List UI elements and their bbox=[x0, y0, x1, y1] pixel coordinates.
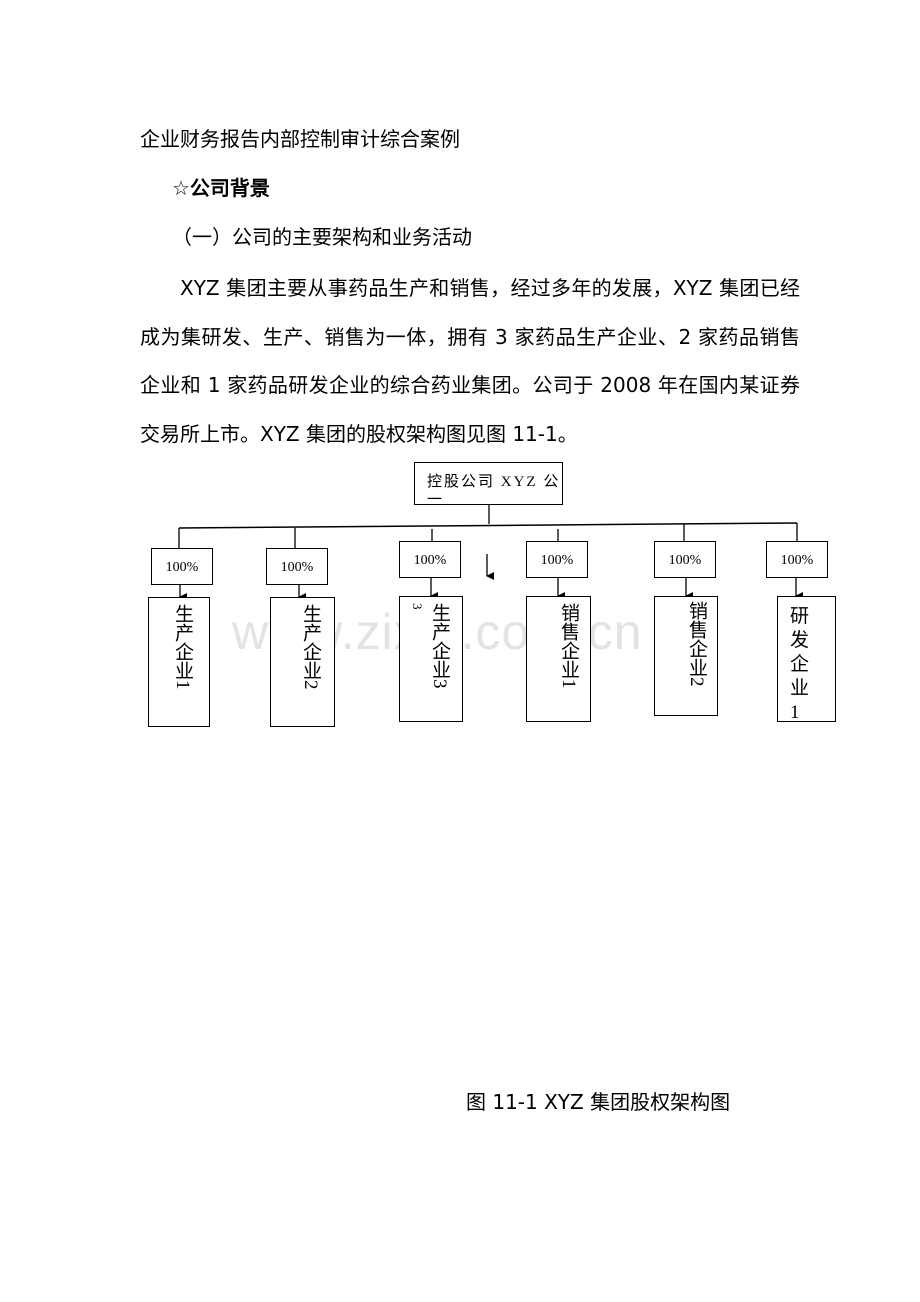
ownership-pct-box: 100% bbox=[151, 548, 213, 585]
subsidiary-box-production-1: 生产企业1 bbox=[148, 597, 210, 727]
subsidiary-box-production-3: 3 生产企业3 bbox=[399, 596, 463, 722]
subsidiary-label: 生产企业1 bbox=[172, 604, 193, 690]
paragraph-text: XYZ 集团主要从事药品生产和销售，经过多年的发展，XYZ 集团已经成为集研发、… bbox=[140, 276, 800, 446]
holding-company-box: 控股公司 XYZ 公 一 bbox=[414, 462, 563, 508]
holding-company-label: 控股公司 XYZ 公 bbox=[427, 474, 561, 490]
subsidiary-label: 生产企业2 bbox=[300, 604, 321, 690]
holding-company-label-cont: 一 bbox=[427, 492, 445, 508]
ownership-pct-box: 100% bbox=[526, 541, 588, 578]
subsidiary-label: 销售企业1 bbox=[558, 603, 579, 689]
subsidiary-label: 销售企业2 bbox=[686, 601, 707, 687]
subsidiary-box-sales-1: 销售企业1 bbox=[526, 596, 591, 722]
subsidiary-box-sales-2: 销售企业2 bbox=[654, 596, 718, 716]
subsection-heading: （一）公司的主要架构和业务活动 bbox=[172, 225, 472, 249]
subsidiary-box-rnd-1: 研发企业1 bbox=[777, 596, 836, 723]
subsidiary-box-production-2: 生产企业2 bbox=[270, 597, 335, 727]
section-heading: ☆公司背景 bbox=[172, 176, 270, 200]
ownership-structure-diagram: 控股公司 XYZ 公 一 100% 100% 100% 100% 100% 10… bbox=[148, 462, 836, 727]
document-title: 企业财务报告内部控制审计综合案例 bbox=[140, 127, 460, 151]
ownership-pct-box: 100% bbox=[654, 541, 716, 578]
ownership-pct-box: 100% bbox=[266, 548, 328, 585]
subsidiary-label: 研发企业1 bbox=[790, 606, 810, 723]
body-paragraph: XYZ 集团主要从事药品生产和销售，经过多年的发展，XYZ 集团已经成为集研发、… bbox=[140, 264, 800, 458]
stray-digit: 3 bbox=[410, 603, 425, 610]
ownership-pct-box: 100% bbox=[766, 541, 828, 578]
figure-caption: 图 11-1 XYZ 集团股权架构图 bbox=[466, 1090, 731, 1114]
ownership-pct-box: 100% bbox=[399, 541, 461, 578]
subsidiary-label: 生产企业3 bbox=[429, 603, 450, 689]
